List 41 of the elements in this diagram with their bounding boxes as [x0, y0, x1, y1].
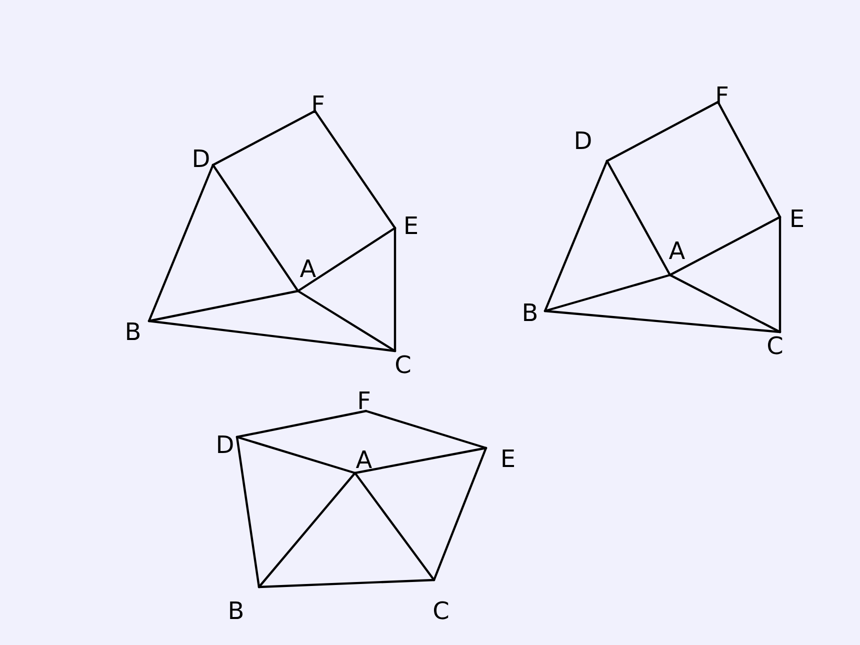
- line-segment: [258, 472, 356, 588]
- line-segment: [394, 226, 396, 352]
- point-label: E: [403, 213, 419, 239]
- point-label: D: [216, 432, 234, 458]
- line-segment: [258, 578, 436, 588]
- point-label: E: [789, 206, 805, 232]
- point-label: A: [300, 256, 316, 282]
- line-segment: [148, 290, 300, 322]
- point-label: F: [357, 388, 371, 414]
- point-label: D: [574, 128, 592, 154]
- point-label: A: [668, 238, 686, 264]
- line-segment: [354, 446, 488, 474]
- line-segment: [432, 446, 488, 582]
- line-segment: [314, 110, 396, 230]
- point-label: B: [124, 319, 142, 345]
- line-segment: [212, 164, 300, 292]
- line-segment: [544, 160, 608, 312]
- point-label: B: [228, 598, 244, 624]
- point-label: C: [766, 333, 784, 359]
- line-segment: [364, 410, 488, 450]
- line-segment: [668, 216, 782, 276]
- line-segment: [148, 320, 396, 352]
- point-label: A: [356, 447, 372, 473]
- line-segment: [236, 436, 260, 588]
- line-segment: [668, 274, 782, 334]
- line-segment: [236, 436, 356, 474]
- line-segment: [236, 410, 368, 438]
- line-segment: [296, 290, 396, 352]
- point-label: B: [522, 300, 538, 326]
- line-segment: [778, 216, 782, 334]
- line-segment: [354, 472, 436, 582]
- point-label: C: [394, 352, 412, 378]
- line-segment: [544, 310, 782, 334]
- line-segment: [296, 226, 396, 292]
- line-segment: [544, 274, 672, 312]
- line-segment: [606, 100, 720, 162]
- point-label: D: [192, 146, 210, 172]
- line-segment: [606, 160, 672, 276]
- line-segment: [148, 164, 214, 322]
- point-label: C: [432, 598, 450, 624]
- point-label: E: [500, 446, 516, 472]
